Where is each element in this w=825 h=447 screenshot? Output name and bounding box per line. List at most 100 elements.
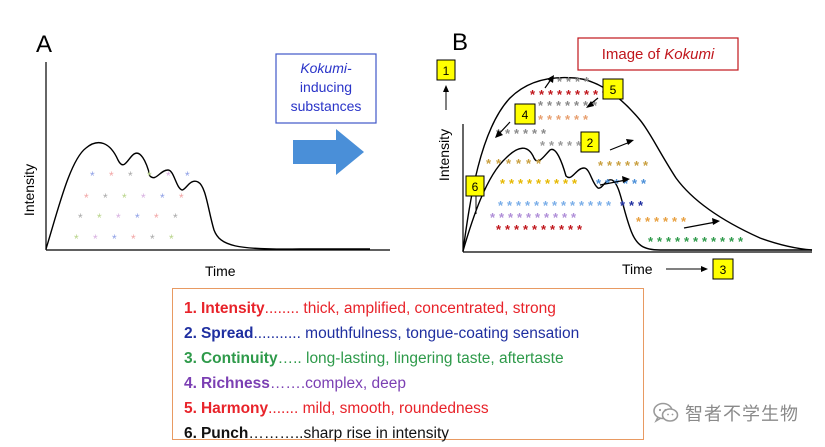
star-grey: * bbox=[558, 138, 564, 153]
panel-a-star: * bbox=[173, 211, 178, 225]
star-grey: * bbox=[514, 126, 520, 141]
legend-item: 3.Continuity….. long-lasting, lingering … bbox=[184, 346, 643, 371]
star-red: * bbox=[532, 222, 538, 237]
legend-number: 5. bbox=[184, 400, 197, 417]
legend-dots: ……. bbox=[269, 375, 306, 392]
star-blue: * bbox=[623, 176, 629, 191]
star-grey: * bbox=[557, 74, 563, 89]
spread-arrow-icon bbox=[609, 141, 631, 151]
star-purple: * bbox=[517, 210, 523, 225]
star-gold: * bbox=[526, 156, 532, 171]
star-green: * bbox=[693, 234, 699, 249]
star-light-blue: * bbox=[525, 198, 531, 213]
star-light-blue: * bbox=[534, 198, 540, 213]
panel-a: A Intensity Time ***********************… bbox=[21, 31, 390, 279]
legend-item: 4.Richness…….complex, deep bbox=[184, 371, 643, 396]
star-orange: * bbox=[654, 214, 660, 229]
star-red: * bbox=[593, 87, 599, 102]
star-grey: * bbox=[541, 126, 547, 141]
watermark-text: 智者不学生物 bbox=[685, 404, 799, 425]
panel-b-y-axis-label: Intensity bbox=[436, 129, 452, 181]
star-red: * bbox=[584, 87, 590, 102]
legend-name: Intensity bbox=[200, 300, 265, 317]
star-purple: * bbox=[562, 210, 568, 225]
star-light-blue: * bbox=[579, 198, 585, 213]
legend-number: 6. bbox=[184, 425, 197, 442]
star-red: * bbox=[550, 222, 556, 237]
star-green: * bbox=[738, 234, 744, 249]
box-line-1: Kokumi- bbox=[300, 60, 352, 76]
panel-a-star: * bbox=[112, 232, 117, 246]
legend-name: Spread bbox=[200, 325, 254, 342]
star-green: * bbox=[684, 234, 690, 249]
marker-1: 1 bbox=[436, 59, 456, 81]
star-gold: * bbox=[496, 156, 502, 171]
star-purple: * bbox=[499, 210, 505, 225]
star-grey: * bbox=[549, 138, 555, 153]
legend-description: thick, amplified, concentrated, strong bbox=[299, 300, 556, 317]
star-purple: * bbox=[490, 210, 496, 225]
star-gold: * bbox=[536, 156, 542, 171]
star-green: * bbox=[648, 234, 654, 249]
attributes-legend: 1.Intensity........ thick, amplified, co… bbox=[172, 288, 644, 442]
star-gold: * bbox=[506, 156, 512, 171]
panel-b-x-axis-label: Time bbox=[622, 261, 653, 277]
wechat-icon bbox=[653, 402, 679, 423]
star-purple: * bbox=[544, 210, 550, 225]
star-blue: * bbox=[614, 176, 620, 191]
legend-dots: ……….. bbox=[248, 425, 304, 442]
star-yellow: * bbox=[509, 176, 515, 191]
panel-b-stars: ****************************************… bbox=[486, 74, 744, 249]
marker-3-label: 3 bbox=[720, 263, 727, 277]
star-orange: * bbox=[538, 112, 544, 127]
panel-a-star: * bbox=[97, 211, 102, 225]
star-red: * bbox=[548, 87, 554, 102]
box-line-2: inducing bbox=[300, 79, 352, 95]
star-light-blue: * bbox=[570, 198, 576, 213]
spread-right-arrow-icon bbox=[599, 179, 627, 186]
panel-a-star: * bbox=[90, 169, 95, 183]
panel-a-star: * bbox=[154, 211, 159, 225]
marker-4: 4 bbox=[514, 103, 536, 125]
star-gold: * bbox=[634, 158, 640, 173]
star-grey: * bbox=[532, 126, 538, 141]
star-green: * bbox=[702, 234, 708, 249]
star-red: * bbox=[541, 222, 547, 237]
marker-6: 6 bbox=[465, 175, 485, 197]
panel-a-x-axis-label: Time bbox=[205, 263, 236, 279]
star-light-blue: * bbox=[588, 198, 594, 213]
star-orange: * bbox=[565, 112, 571, 127]
star-navy: * bbox=[620, 198, 626, 213]
legend-item: 5.Harmony....... mild, smooth, roundedne… bbox=[184, 396, 643, 421]
panel-b-title-box bbox=[577, 37, 739, 71]
star-yellow: * bbox=[536, 176, 542, 191]
legend-description: mild, smooth, roundedness bbox=[298, 400, 489, 417]
star-grey: * bbox=[556, 98, 562, 113]
legend-name: Harmony bbox=[200, 400, 269, 417]
legend-item: 2.Spread........... mouthfulness, tongue… bbox=[184, 321, 643, 346]
star-light-blue: * bbox=[543, 198, 549, 213]
star-grey: * bbox=[574, 98, 580, 113]
legend-description: long-lasting, lingering taste, aftertast… bbox=[301, 350, 564, 367]
star-red: * bbox=[530, 87, 536, 102]
star-orange: * bbox=[583, 112, 589, 127]
marker-2-label: 2 bbox=[587, 136, 594, 150]
panel-a-star: * bbox=[166, 169, 171, 183]
star-green: * bbox=[657, 234, 663, 249]
transformation-arrow-icon bbox=[293, 129, 364, 175]
panel-a-star: * bbox=[179, 191, 184, 205]
star-orange: * bbox=[574, 112, 580, 127]
star-red: * bbox=[514, 222, 520, 237]
star-light-blue: * bbox=[498, 198, 504, 213]
panel-a-y-axis-label: Intensity bbox=[21, 164, 37, 216]
continuity-arrow-icon bbox=[683, 221, 717, 229]
star-orange: * bbox=[636, 214, 642, 229]
star-red: * bbox=[559, 222, 565, 237]
legend-name: Punch bbox=[200, 425, 249, 442]
star-yellow: * bbox=[527, 176, 533, 191]
watermark: 智者不学生物 bbox=[653, 399, 799, 427]
panel-a-star: * bbox=[109, 169, 114, 183]
star-yellow: * bbox=[563, 176, 569, 191]
legend-number: 2. bbox=[184, 325, 197, 342]
